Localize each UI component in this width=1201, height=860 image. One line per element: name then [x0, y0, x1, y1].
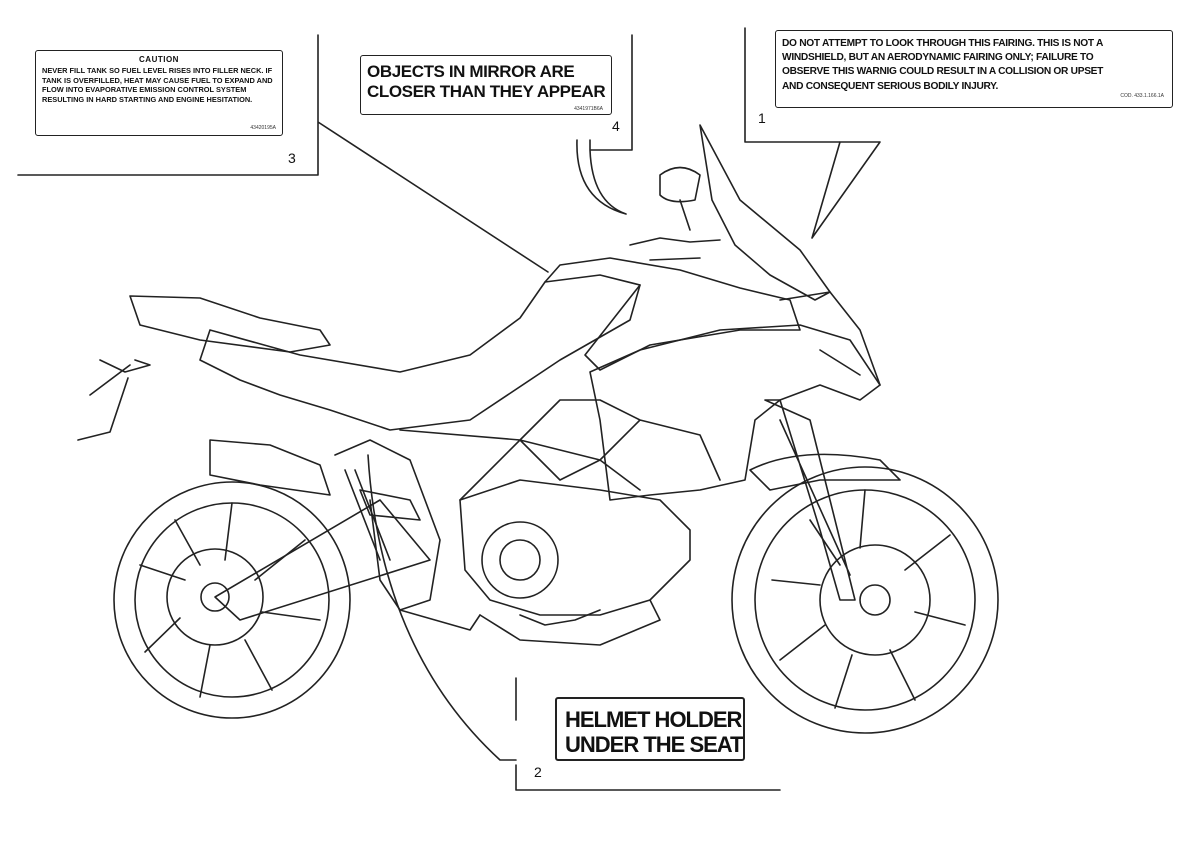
- label-4-code: 4341971B6A: [574, 106, 603, 112]
- leader-line-1: [744, 27, 881, 239]
- label-3-number: 3: [288, 150, 296, 166]
- sump-guard: [479, 599, 661, 646]
- windscreen: [699, 124, 831, 301]
- mirror: [659, 166, 701, 231]
- exhaust: [209, 439, 331, 496]
- leader-line-3: [17, 34, 549, 273]
- front-tire: [731, 466, 999, 734]
- label-2-line1: HELMET HOLDER: [565, 707, 742, 732]
- leader-line-2: [367, 454, 781, 791]
- engine: [459, 479, 691, 616]
- label-4-line1: OBJECTS IN MIRROR ARE: [367, 62, 575, 81]
- label-1-text: DO NOT ATTEMPT TO LOOK THROUGH THIS FAIR…: [782, 38, 1104, 92]
- trellis-frame: [399, 399, 721, 501]
- label-4-line2: CLOSER THAN THEY APPEAR: [367, 82, 606, 101]
- fuel-tank: [544, 257, 801, 371]
- leader-line-4: [576, 34, 633, 215]
- label-4-mirror-warning: OBJECTS IN MIRROR ARE CLOSER THAN THEY A…: [360, 55, 612, 115]
- rear-spokes: [139, 502, 321, 698]
- label-1-fairing-warning: DO NOT ATTEMPT TO LOOK THROUGH THIS FAIR…: [775, 30, 1173, 108]
- label-3-code: 43420195A: [250, 125, 276, 131]
- label-2-number: 2: [534, 764, 542, 780]
- rear-rack: [129, 295, 331, 353]
- front-brake-disc: [819, 544, 931, 656]
- label-1-number: 1: [758, 110, 766, 126]
- handlebar: [629, 237, 721, 261]
- label-3-caution-fuel: CAUTION NEVER FILL TANK SO FUEL LEVEL RI…: [35, 50, 283, 136]
- swingarm: [214, 499, 431, 621]
- rear-tire: [113, 481, 351, 719]
- front-fork: [764, 399, 856, 601]
- label-3-heading: CAUTION: [139, 55, 179, 64]
- seat: [199, 274, 641, 431]
- label-2-line2: UNDER THE SEAT: [565, 732, 744, 757]
- clutch-cover: [481, 521, 559, 599]
- label-2-helmet-holder: HELMET HOLDER UNDER THE SEAT: [555, 697, 745, 761]
- label-1-code: Cod. 433.1.166.1A: [1120, 93, 1164, 99]
- front-fairing: [589, 324, 881, 501]
- front-mudguard: [749, 453, 901, 491]
- label-3-text: NEVER FILL TANK SO FUEL LEVEL RISES INTO…: [42, 66, 273, 104]
- rear-brake-disc: [166, 548, 264, 646]
- front-spokes: [771, 489, 966, 709]
- label-4-number: 4: [612, 118, 620, 134]
